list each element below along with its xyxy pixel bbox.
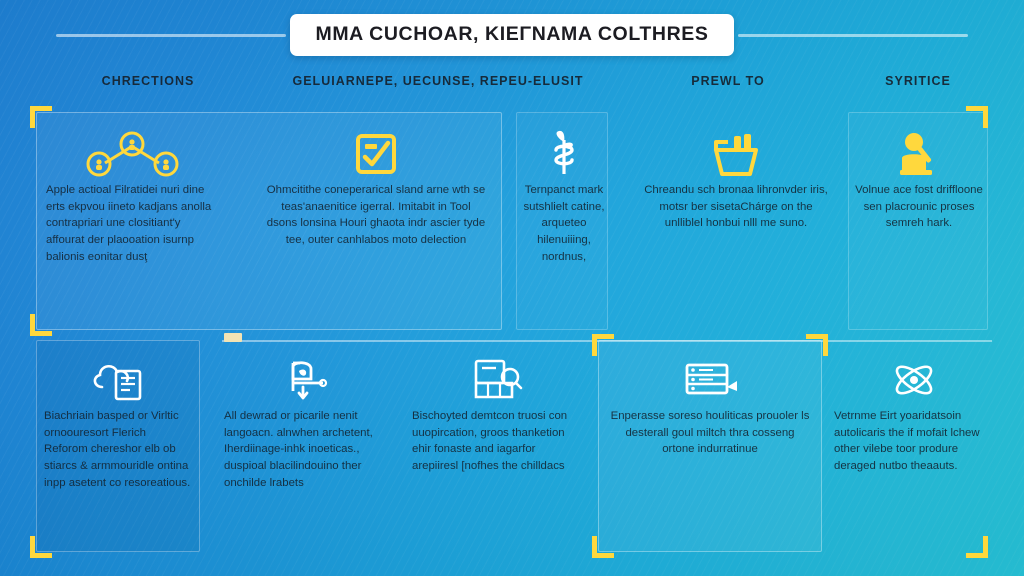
column-header-geluiarnepe: GELUIARNEPE, UECUNSE, REPEU-ELUSIT	[292, 74, 584, 88]
card-cloud-doc-text: Biachriain basped or Virltic ornoouresor…	[44, 410, 191, 489]
card-checklist-text: Ohmcitithe coneperarical sland arne wth …	[266, 184, 486, 246]
page-title: MMA CUCHOAR, KIEΓNAMA COLTHRES	[315, 23, 709, 45]
card-mailbox[interactable]: All dewrad or picarile nenit langoacn. a…	[216, 352, 398, 491]
card-checklist[interactable]: Ohmcitithe coneperarical sland arne wth …	[258, 126, 494, 249]
bottom-divider-line	[222, 340, 992, 342]
title-bar: MMA CUCHOAR, KIEΓNAMA COLTHRES	[0, 12, 1024, 58]
column-header-prewl-to: PREWL TO	[691, 74, 765, 88]
top-money-panel	[516, 112, 608, 330]
card-parcel[interactable]: Bischoyted demtcon truosi con uuopircati…	[404, 352, 586, 475]
card-atom-text: Vetrnme Eirt yoaridatsoin autolicaris th…	[834, 410, 980, 472]
title-rule-left	[55, 33, 286, 37]
mailbox-icon	[279, 352, 335, 408]
card-server-text: Enperasse soreso houliticas prouoler ls …	[610, 410, 810, 456]
bracket-bottom-right-3	[966, 536, 988, 558]
card-person-desk-text: Volnue ace fost driffloone sen placrouni…	[855, 184, 983, 230]
section-marker-tab	[224, 333, 242, 342]
bottom-cloud-panel	[36, 340, 200, 552]
card-person-desk[interactable]: Volnue ace fost driffloone sen placrouni…	[846, 126, 992, 232]
cloud-document-icon	[88, 352, 148, 408]
server-rack-icon	[679, 352, 741, 408]
top-person-panel	[848, 112, 988, 330]
atom-icon	[888, 352, 940, 408]
card-parcel-text: Bischoyted demtcon truosi con uuopircati…	[412, 410, 568, 472]
column-header-chrections: CHRECTIONS	[101, 74, 195, 88]
checklist-icon	[352, 126, 400, 182]
ballot-box-icon	[708, 126, 764, 182]
network-nodes-icon	[83, 126, 181, 182]
card-server[interactable]: Enperasse soreso houliticas prouoler ls …	[600, 352, 820, 458]
money-plant-icon	[543, 126, 585, 182]
parcel-scan-icon	[466, 352, 524, 408]
card-atom[interactable]: Vetrnme Eirt yoaridatsoin autolicaris th…	[826, 352, 1002, 475]
card-ballot-text: Chreandu sch bronaa lihronvder iris, mot…	[644, 184, 828, 230]
title-pill: MMA CUCHOAR, KIEΓNAMA COLTHRES	[289, 14, 735, 56]
title-rule-right	[738, 33, 969, 37]
column-header-syritice: SYRITICE	[885, 74, 951, 88]
column-headers: CHRECTIONS GELUIARNEPE, UECUNSE, REPEU-E…	[18, 74, 1006, 98]
card-network-text: Apple actioal Filratidei nuri dine erts …	[46, 184, 212, 263]
card-ballot[interactable]: Chreandu sch bronaa lihronvder iris, mot…	[634, 126, 838, 232]
person-at-desk-icon	[892, 126, 946, 182]
card-cloud-doc[interactable]: Biachriain basped or Virltic ornoouresor…	[36, 352, 200, 491]
card-network[interactable]: Apple actioal Filratidei nuri dine erts …	[38, 126, 226, 265]
card-money[interactable]: Ternpanct mark sutshlielt catine, arquet…	[512, 126, 616, 265]
top-left-panel	[36, 112, 502, 330]
card-mailbox-text: All dewrad or picarile nenit langoacn. a…	[224, 410, 373, 489]
card-money-text: Ternpanct mark sutshlielt catine, arquet…	[523, 184, 605, 263]
